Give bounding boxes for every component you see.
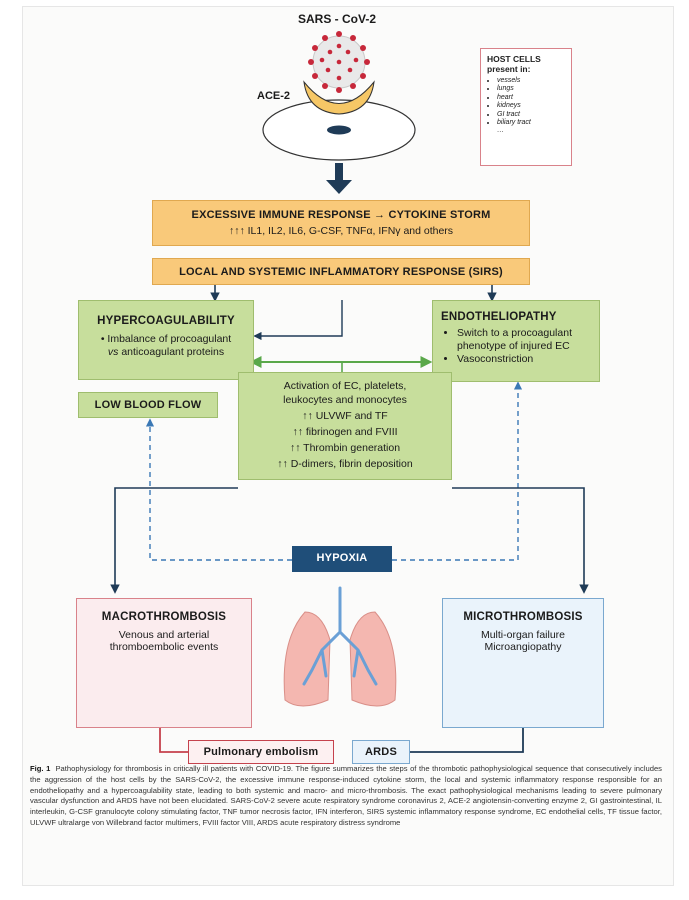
macrothrombosis-box: MACROTHROMBOSIS Venous and arterial thro… (76, 598, 252, 728)
pulmonary-embolism-title: Pulmonary embolism (203, 746, 319, 758)
immune-response-title: EXCESSIVE IMMUNE RESPONSE → CYTOKINE STO… (191, 209, 491, 221)
macrothrombosis-title: MACROTHROMBOSIS (101, 611, 227, 623)
macrothrombosis-line1: Venous and arterial (118, 629, 210, 641)
ace2-receptor-icon (303, 80, 375, 115)
hypoxia-feedback-left (145, 418, 292, 561)
ards-title: ARDS (365, 746, 397, 758)
microthrombosis-title: MICROTHROMBOSIS (463, 611, 583, 623)
endotheliopathy-title: ENDOTHELIOPATHY (441, 311, 557, 323)
microthrombosis-line1: Multi-organ failure (480, 629, 566, 641)
ace2-label: ACE-2 (257, 90, 291, 102)
list-item: GI tract (497, 111, 565, 119)
hypercoag-line1: Imbalance of procoagulant (107, 333, 232, 345)
host-cells-title: HOST CELLS (487, 54, 541, 64)
hypoxia-feedback-right (392, 381, 523, 561)
macro-to-embolism-line (159, 728, 188, 753)
activation-box: Activation of EC, platelets, leukocytes … (238, 372, 452, 480)
sirs-title: LOCAL AND SYSTEMIC INFLAMMATORY RESPONSE… (179, 266, 503, 278)
micro-to-ards-line (410, 728, 524, 753)
hypercoagulability-box: HYPERCOAGULABILITY • Imbalance of procoa… (78, 300, 254, 380)
to-micro-arrow (452, 487, 589, 594)
virus-label: SARS - CoV-2 (298, 12, 377, 26)
caption-lead: Fig. 1 (30, 764, 51, 773)
immune-response-subtitle: ↑↑↑ IL1, IL2, IL6, G-CSF, TNFα, IFNγ and… (228, 225, 454, 237)
macrothrombosis-line2: thromboembolic events (109, 641, 219, 653)
activation-line: ↑↑ ULVWF and TF (302, 410, 388, 422)
center-to-hypercoag-arrow (253, 300, 343, 341)
microthrombosis-line2: Microangiopathy (484, 641, 562, 653)
host-cell-icon (262, 99, 416, 161)
host-cells-list: vessels lungs heart kidneys GI tract bil… (487, 77, 565, 136)
list-item: vessels (497, 77, 565, 85)
activation-line: ↑↑ D-dimers, fibrin deposition (277, 458, 413, 470)
activation-line: Activation of EC, platelets, (283, 380, 407, 392)
list-item: heart (497, 94, 565, 102)
caption-text: Pathophysiology for thrombosis in critic… (30, 764, 662, 827)
list-item: … (497, 127, 504, 135)
list-item: lungs (497, 85, 565, 93)
hypercoag-line2: anticoagulant proteins (118, 346, 225, 358)
endotheliopathy-box: ENDOTHELIOPATHY Switch to a procoagulant… (432, 300, 600, 382)
pulmonary-embolism-box: Pulmonary embolism (188, 740, 334, 764)
list-item: Vasoconstriction (457, 353, 591, 366)
sirs-box: LOCAL AND SYSTEMIC INFLAMMATORY RESPONSE… (152, 258, 530, 285)
hypercoag-italic: vs (107, 346, 119, 358)
list-item: biliary tract (497, 119, 565, 127)
hypoxia-box: HYPOXIA (292, 546, 392, 572)
figure-caption: Fig. 1 Pathophysiology for thrombosis in… (30, 764, 662, 829)
low-blood-flow-box: LOW BLOOD FLOW (78, 392, 218, 418)
lungs-icon (283, 586, 397, 707)
endotheliopathy-list: Switch to a procoagulant phenotype of in… (441, 327, 591, 366)
hypoxia-title: HYPOXIA (316, 552, 368, 564)
hypercoagulability-title: HYPERCOAGULABILITY (97, 315, 235, 327)
activation-line: ↑↑ Thrombin generation (289, 442, 401, 454)
low-blood-flow-title: LOW BLOOD FLOW (94, 399, 202, 411)
host-cells-subtitle: present in: (487, 64, 531, 74)
activation-line: ↑↑ fibrinogen and FVIII (292, 426, 398, 438)
to-macro-arrow (110, 487, 238, 594)
immune-response-box: EXCESSIVE IMMUNE RESPONSE → CYTOKINE STO… (152, 200, 530, 246)
activation-line: leukocytes and monocytes (283, 394, 407, 406)
list-item: Switch to a procoagulant phenotype of in… (457, 327, 591, 353)
down-arrow-icon (326, 163, 352, 194)
microthrombosis-box: MICROTHROMBOSIS Multi-organ failure Micr… (442, 598, 604, 728)
host-cells-box: HOST CELLS present in: vessels lungs hea… (480, 48, 572, 166)
sars-cov-2-virus-icon (308, 31, 370, 93)
hypercoagulability-text: • Imbalance of procoagulant vs anticoagu… (100, 333, 232, 358)
ards-box: ARDS (352, 740, 410, 764)
list-item: kidneys (497, 102, 565, 110)
